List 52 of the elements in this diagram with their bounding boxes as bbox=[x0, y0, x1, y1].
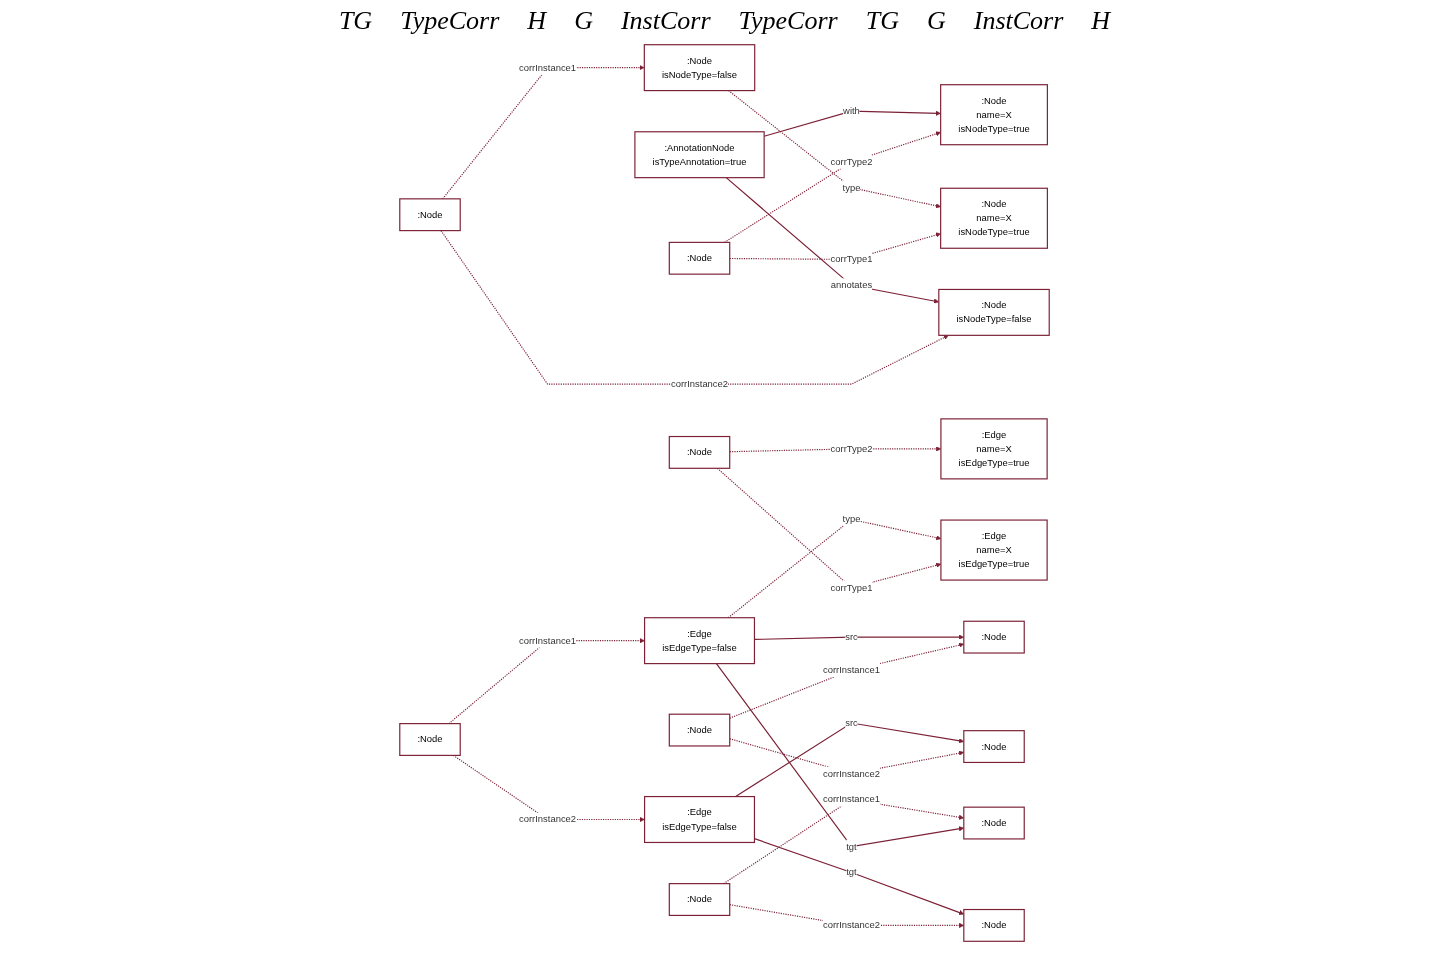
edge-label: with bbox=[843, 105, 860, 116]
arrow bbox=[723, 131, 941, 243]
edge-label: type bbox=[842, 514, 861, 525]
node-box: :Node isNodeType=false bbox=[938, 288, 1050, 336]
edge-label: corrInstance1 bbox=[822, 664, 880, 675]
edge-label: corrInstance2 bbox=[519, 814, 577, 825]
node-box: :Node bbox=[668, 883, 731, 916]
edge-label: type bbox=[842, 182, 861, 193]
partition-label: InstCorr bbox=[973, 6, 1064, 36]
edge-label: corrInstance1 bbox=[519, 62, 577, 73]
edge-label: corrInstance2 bbox=[822, 768, 880, 779]
partition-label: G bbox=[926, 6, 946, 36]
node-box: :Node name=X isNodeType=true bbox=[940, 187, 1048, 249]
node-box: :AnnotationNode isTypeAnnotation=true bbox=[634, 131, 765, 179]
partition-label: TypeCorr bbox=[738, 6, 838, 36]
node-box: :Node bbox=[399, 723, 461, 756]
node-box: :Node bbox=[668, 713, 731, 747]
node-box: :Edge isEdgeType=false bbox=[644, 617, 756, 665]
partition-label: G bbox=[574, 6, 593, 36]
node-box: :Node bbox=[963, 806, 1025, 840]
partition-label: TypeCorr bbox=[400, 6, 500, 36]
node-box: :Edge isEdgeType=false bbox=[644, 796, 756, 844]
partition-label: H bbox=[527, 6, 547, 36]
partition-label: TG bbox=[865, 6, 899, 36]
node-box: :Node bbox=[668, 435, 731, 469]
edge-label: src bbox=[845, 717, 858, 728]
edge-label: corrType2 bbox=[830, 443, 873, 454]
node-box: :Edge name=X isEdgeType=true bbox=[940, 418, 1048, 480]
node-box: :Node bbox=[963, 908, 1025, 942]
node-box: :Node isNodeType=false bbox=[643, 44, 756, 92]
edge-label: corrType2 bbox=[830, 156, 873, 167]
edge-label: tgt bbox=[846, 841, 857, 852]
edge-label: corrInstance1 bbox=[519, 635, 577, 646]
edge-label: corrInstance2 bbox=[671, 378, 729, 389]
node-box: :Node name=X isNodeType=true bbox=[940, 84, 1048, 146]
edge-label: tgt bbox=[846, 867, 857, 878]
node-box: :Node bbox=[668, 241, 731, 275]
partition-label: InstCorr bbox=[620, 6, 711, 36]
arrow bbox=[728, 90, 941, 209]
edge-label: corrInstance1 bbox=[822, 794, 880, 805]
node-box: :Node bbox=[963, 730, 1025, 764]
node-box: :Edge name=X isEdgeType=true bbox=[940, 519, 1048, 581]
edge-label: annotates bbox=[830, 280, 873, 291]
partition-label: H bbox=[1091, 6, 1111, 36]
arrow bbox=[442, 65, 645, 200]
partition-label: TG bbox=[338, 6, 373, 36]
edge-label: corrType1 bbox=[830, 254, 873, 265]
node-box: :Node bbox=[963, 620, 1025, 654]
edge-label: corrInstance2 bbox=[822, 920, 880, 931]
node-box: :Node bbox=[399, 198, 461, 232]
edge-label: src bbox=[845, 631, 858, 642]
edge-label: corrType1 bbox=[830, 582, 873, 593]
